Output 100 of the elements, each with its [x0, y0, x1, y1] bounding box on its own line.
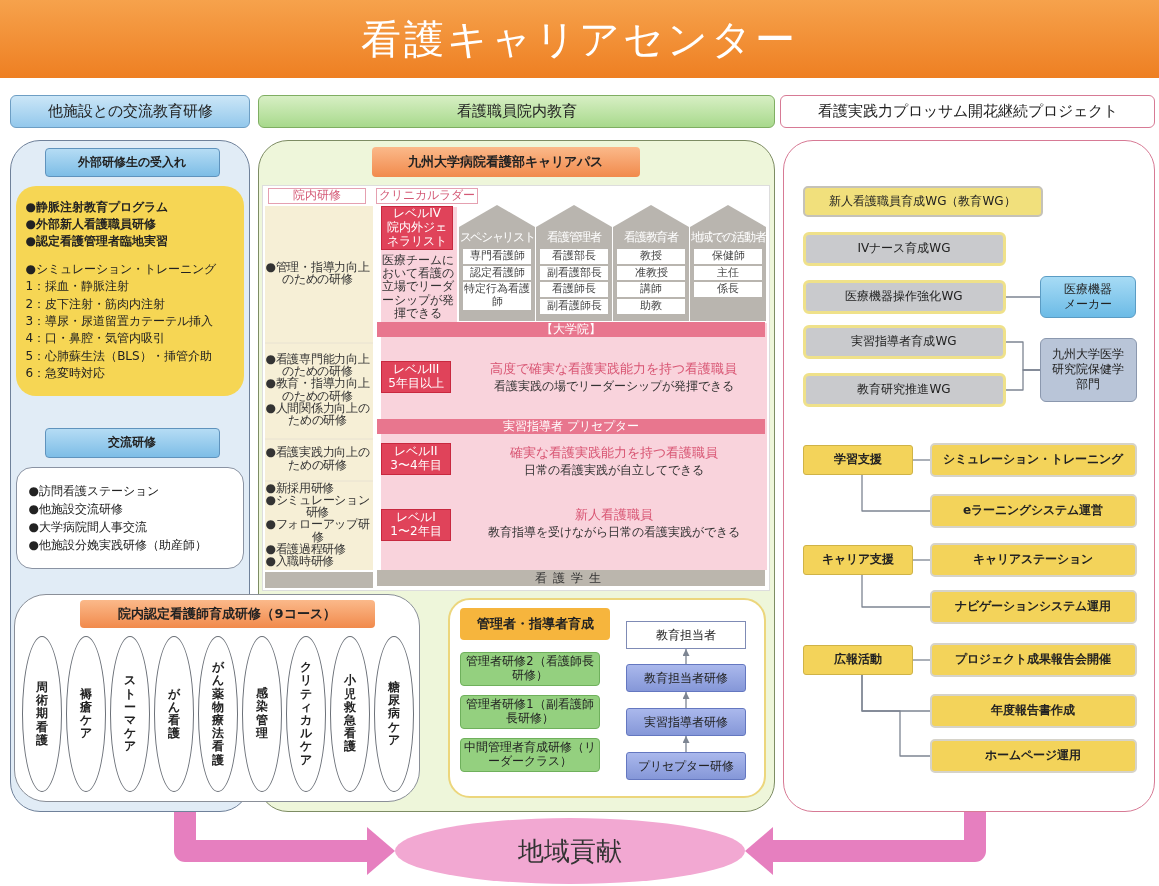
role-item: 看護師長: [540, 282, 608, 297]
house-title: 看護管理者: [547, 229, 601, 246]
list-item: 6：急変時対応: [25, 365, 106, 383]
career-path-chart: [261, 184, 770, 591]
list-item: 2：皮下注射・筋肉内注射: [25, 295, 166, 313]
arrow: [682, 691, 690, 709]
section-panel: [783, 140, 1155, 812]
training-item: ●新採用研修: [265, 481, 335, 494]
level-badge: [381, 443, 451, 475]
course-name: がん看護: [168, 687, 180, 741]
program-list-box: [15, 185, 244, 396]
role-item: 保健師: [694, 249, 762, 264]
house-title: スペシャリスト: [459, 229, 535, 246]
training-item: ●看護実践力向上のための研修: [265, 446, 370, 471]
activity-text: 広報活動: [833, 651, 882, 668]
role-item: 助教: [617, 298, 685, 314]
training-item: ●管理・指導力向上のための研修: [265, 260, 370, 286]
training-box: [626, 752, 746, 780]
heading-text: 管理者・指導者育成: [476, 615, 594, 633]
subheading-text: 外部研修生の受入れ: [78, 153, 186, 171]
level-band: [377, 322, 765, 337]
partner-box: [1039, 337, 1137, 402]
task-text: eラーニングシステム運営: [962, 502, 1104, 519]
partner-text: 医療機器メーカー: [1062, 281, 1113, 312]
career-house: [536, 205, 612, 321]
connector-line: [912, 559, 931, 561]
level-description: 確実な看護実践能力を持つ看護職員: [508, 444, 719, 462]
connector-line: [912, 659, 931, 661]
level-text: 1〜2年目: [390, 525, 442, 539]
band-text: 看護学生: [535, 569, 607, 587]
training-text: 実習指導者研修: [644, 713, 728, 731]
list-item: ●外部新人看護職員研修: [25, 215, 156, 233]
level-description: 高度で確実な看護実践能力を持つ看護職員: [489, 360, 738, 378]
list-item: ●大学病院間人事交流: [28, 518, 147, 536]
training-item: ●看護過程研修: [265, 542, 346, 556]
role-item: 副看護部長: [540, 265, 608, 281]
working-group-box: [802, 372, 1006, 407]
heading-text: 院内認定看護師育成研修（9コース）: [118, 604, 336, 623]
level-text: 5年目以上: [388, 377, 444, 391]
level-description: 日常の看護実践が自立してできる: [522, 462, 705, 479]
level-badge: [381, 509, 451, 541]
list-item: ●認定看護管理者臨地実習: [25, 233, 168, 251]
training-text: プリセプター研修: [638, 757, 734, 775]
list-item: ●他施設交流研修: [28, 500, 123, 518]
heading-box: [371, 146, 640, 177]
arrow: [174, 812, 395, 875]
list-item: 1：採血・静脈注射: [25, 278, 130, 296]
level-description: 看護実践の場でリーダーシップが発揮できる: [492, 378, 735, 395]
career-house: [459, 205, 535, 321]
section-header: [10, 95, 250, 128]
group-text: 医療機器操作強化WG: [845, 288, 963, 305]
tab-label: クリニカルラダー: [375, 187, 478, 204]
role-item: 看護部長: [540, 249, 608, 264]
role-text: 教育担当者: [656, 626, 716, 644]
level-badge: [381, 361, 451, 393]
training-item: ●シミュレーション研修: [265, 493, 370, 519]
program-list-box: [15, 466, 244, 569]
heading-box: [79, 599, 375, 628]
task-text: キャリアステーション: [973, 551, 1093, 568]
connector-line: [912, 459, 931, 461]
house-title: 地域での活動者: [690, 229, 766, 246]
subheading-text: 交流研修: [108, 434, 156, 451]
group-text: IVナース育成WG: [857, 240, 951, 257]
training-item: ●教育・指導力向上のための研修: [265, 377, 370, 402]
level-band: [377, 570, 765, 586]
header-text: 看護実践力プロッサム開花継続プロジェクト: [817, 102, 1118, 121]
working-group-box: [802, 231, 1006, 266]
task-text: ホームページ運用: [985, 747, 1081, 764]
task-box: [929, 493, 1137, 528]
training-box: [626, 664, 746, 692]
list-item: ●訪問看護ステーション: [28, 482, 159, 500]
training-text: 管理者研修2（看護師長研修）: [465, 655, 595, 683]
level-badge: [381, 206, 453, 250]
band-text: 【大学院】: [541, 322, 601, 337]
tab-label: 院内研修: [267, 187, 366, 204]
course-name: 感染管理: [255, 687, 268, 740]
role-item: 特定行為看護師: [463, 282, 531, 310]
header-text: 看護職員院内教育: [456, 102, 577, 121]
activity-text: 学習支援: [833, 451, 882, 468]
group-text: 教育研究推進WG: [857, 381, 951, 398]
role-item: 主任: [694, 265, 762, 281]
activity-box: [802, 644, 913, 675]
task-box: [929, 693, 1137, 728]
section-header: [258, 95, 775, 128]
training-text: 教育担当者研修: [644, 669, 728, 687]
course-name: ストーマケア: [124, 674, 136, 754]
list-item: ●他施設分娩実践研修（助産師）: [28, 536, 207, 554]
task-text: シミュレーション・トレーニング: [943, 451, 1123, 468]
section-header: [780, 95, 1155, 128]
course-name: 小児救急看護: [344, 674, 356, 754]
activity-box: [802, 444, 913, 475]
course-name: 褥瘡ケア: [80, 687, 92, 741]
subheading-box: [44, 427, 220, 458]
task-text: 年度報告書作成: [991, 702, 1075, 719]
task-text: ナビゲーションシステム運用: [955, 598, 1111, 615]
role-item: 講師: [617, 282, 685, 297]
level-text: 院内外ジェネラリスト: [386, 221, 448, 249]
level-description: 医療チームにおいて看護の立場でリーダーシップが発揮できる: [380, 254, 455, 320]
list-item: 4：口・鼻腔・気管内吸引: [25, 330, 166, 348]
role-item: 専門看護師: [463, 249, 531, 264]
